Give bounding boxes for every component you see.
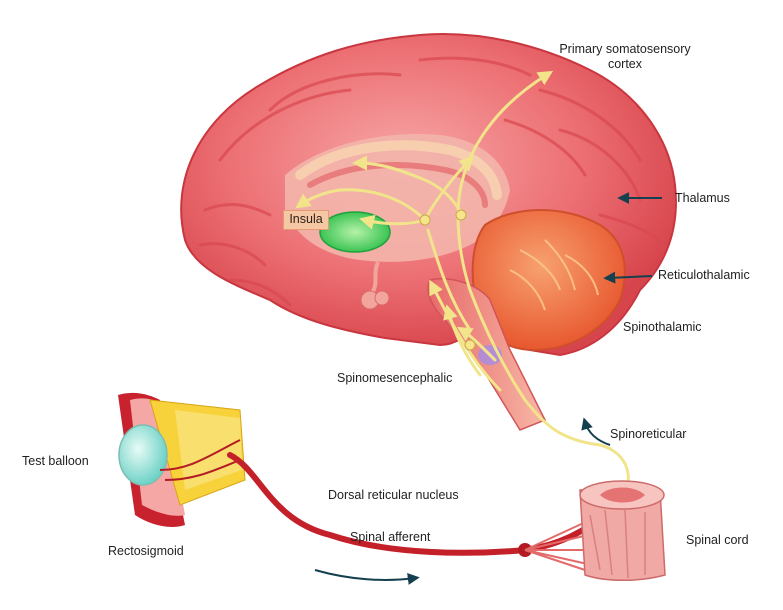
label-insula: Insula bbox=[289, 212, 323, 226]
cerebellum bbox=[471, 209, 626, 352]
label-dorsal-reticular-nucleus: Dorsal reticular nucleus bbox=[328, 488, 459, 502]
pain-pathways bbox=[295, 70, 630, 507]
label-spinothalamic: Spinothalamic bbox=[623, 320, 702, 334]
label-spinal-cord: Spinal cord bbox=[686, 533, 749, 547]
rectosigmoid-segment bbox=[118, 392, 246, 527]
insula-region bbox=[319, 211, 391, 253]
label-spinoreticular: Spinoreticular bbox=[610, 427, 687, 441]
spinal-afferent-nerve bbox=[227, 452, 618, 556]
label-arrows bbox=[314, 192, 662, 585]
insula-tag: Insula bbox=[283, 210, 329, 230]
spinal-cord-section bbox=[579, 480, 666, 581]
label-spinal-afferent: Spinal afferent bbox=[350, 530, 431, 544]
label-spinomesencephalic: Spinomesencephalic bbox=[337, 371, 453, 385]
label-cortex: cortex bbox=[607, 57, 643, 71]
label-reticulothalamic: Reticulothalamic bbox=[658, 268, 750, 282]
label-primary-somatosensory: Primary somatosensory bbox=[559, 42, 691, 56]
label-test-balloon: Test balloon bbox=[22, 454, 89, 468]
pituitary bbox=[360, 261, 390, 310]
label-rectosigmoid: Rectosigmoid bbox=[108, 544, 184, 558]
label-thalamus: Thalamus bbox=[675, 191, 730, 205]
